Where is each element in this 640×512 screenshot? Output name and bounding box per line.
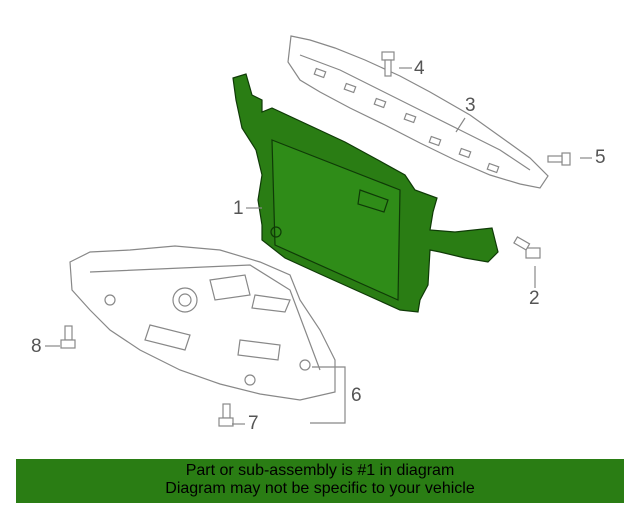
part-3-upper-cover[interactable] (287, 35, 549, 189)
bolt-2-icon[interactable] (513, 236, 541, 259)
bolt-5-icon[interactable] (547, 152, 571, 166)
callout-2: 2 (529, 288, 540, 309)
diagram-notice-banner: Part or sub-assembly is #1 in diagram Di… (16, 459, 624, 503)
callout-5: 5 (595, 147, 606, 168)
callout-4: 4 (414, 58, 425, 79)
part-6-under-cover[interactable] (69, 245, 336, 401)
bolt-4-icon[interactable] (381, 51, 395, 77)
callout-8: 8 (31, 336, 42, 357)
bolt-7-icon[interactable] (218, 403, 234, 427)
callout-7: 7 (248, 413, 259, 434)
banner-line-1: Part or sub-assembly is #1 in diagram (185, 462, 455, 479)
leader-lines (45, 67, 592, 425)
callout-6: 6 (351, 385, 362, 406)
callout-1: 1 (233, 198, 244, 219)
banner-line-2: Diagram may not be specific to your vehi… (165, 480, 475, 497)
part-1-radiator-support[interactable] (232, 73, 499, 313)
bolt-8-icon[interactable] (60, 325, 76, 349)
parts-diagram (45, 35, 592, 427)
callout-3: 3 (465, 95, 476, 116)
